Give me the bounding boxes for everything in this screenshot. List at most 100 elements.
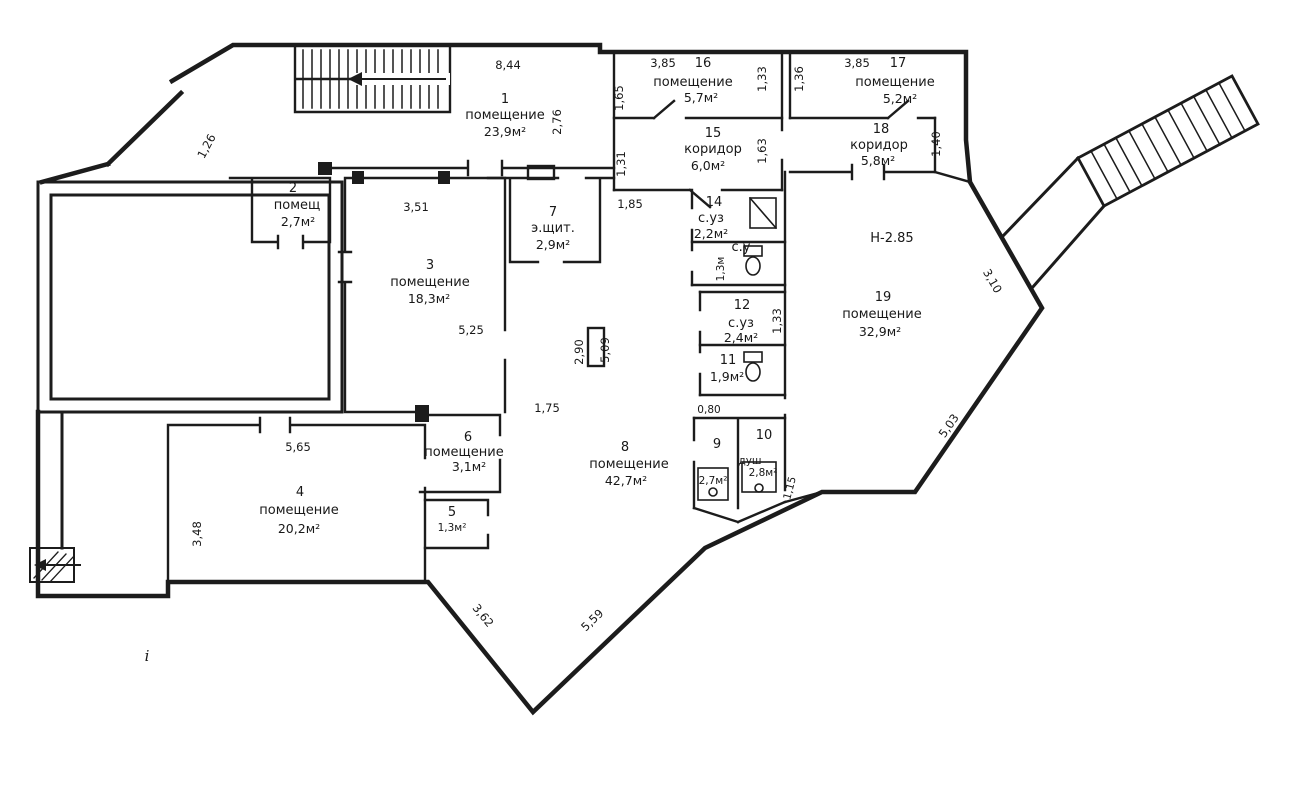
dim-5-09: 5,09 <box>598 337 612 363</box>
room-14-number: 14 <box>706 195 723 210</box>
room2-walls <box>228 176 332 250</box>
sanitary-column-dividers <box>690 240 787 524</box>
fixtures <box>697 196 778 501</box>
dim-1-26: 1,26 <box>194 132 218 161</box>
room18-bottom-wall <box>788 163 937 181</box>
room-3-label: помещение <box>390 275 469 290</box>
room-8-area: 42,7м² <box>605 473 647 488</box>
room6-walls <box>418 413 502 494</box>
dim-5-03: 5,03 <box>936 411 962 440</box>
left-room-outer-wall <box>36 180 344 414</box>
dim-1-33-b: 1,33 <box>770 308 784 334</box>
dim-3-85-b: 3,85 <box>844 56 870 70</box>
annotations: Н-2.85 i <box>145 231 914 665</box>
room-6-area: 3,1м² <box>452 459 486 474</box>
room-10-number: 10 <box>756 428 773 443</box>
dim-1-75: 1,75 <box>534 401 560 415</box>
pier-column <box>586 326 606 368</box>
sanitary-column-left-wall <box>690 188 702 510</box>
room-12-label: с.уз <box>728 316 754 331</box>
room-4-area: 20,2м² <box>278 521 320 536</box>
top-left-diagonal-wall <box>104 89 185 168</box>
room-19-label: помещение <box>842 307 921 322</box>
sanitary-column-right-wall <box>783 170 824 504</box>
room-4-number: 4 <box>296 485 304 500</box>
room-2-area: 2,7м² <box>281 214 315 229</box>
room-1-area: 23,9м² <box>484 124 526 139</box>
dim-3-85-a: 3,85 <box>650 56 676 70</box>
room-11-area: 1,9м² <box>710 369 744 384</box>
dim-1-63: 1,63 <box>755 138 769 164</box>
room-15-number: 15 <box>705 126 722 141</box>
room-16-label: помещение <box>653 75 732 90</box>
dim-5-25: 5,25 <box>458 323 484 337</box>
inner-walls <box>166 46 972 584</box>
dim-3-62: 3,62 <box>470 601 497 630</box>
left-block-walls <box>36 180 344 550</box>
dim-5-59: 5,59 <box>578 606 606 634</box>
dim-0-80: 0,80 <box>697 404 720 416</box>
dim-3-10: 3,10 <box>980 266 1005 295</box>
room1-bottom-wall <box>318 159 616 177</box>
room-13-area: 1,3м <box>715 257 727 282</box>
room7-walls <box>486 176 616 264</box>
room-18-label: коридор <box>850 138 908 153</box>
room-12-area: 2,4м² <box>724 330 758 345</box>
room-11-number: 11 <box>720 353 737 368</box>
room16-room15-divider <box>612 99 784 120</box>
room17-room18-divider <box>788 99 937 120</box>
corner-mark: i <box>145 647 150 665</box>
shower-drain-room10 <box>754 483 764 493</box>
toilet-tank-room13 <box>743 245 763 257</box>
room-14-label: с.уз <box>698 211 724 226</box>
room7-wall-notch <box>526 164 556 181</box>
room-15-area: 6,0м² <box>691 158 725 173</box>
room-10-label: душ <box>738 455 761 467</box>
dim-1-36: 1,36 <box>792 66 806 92</box>
stair-connector-walls <box>999 155 1107 291</box>
dim-2-90: 2,90 <box>572 339 586 365</box>
stair-top-right <box>999 74 1260 291</box>
room-17-number: 17 <box>890 56 907 71</box>
room-9-number: 9 <box>713 437 721 452</box>
shower-tray-room9 <box>697 467 729 501</box>
room18-right-wall <box>933 116 972 184</box>
dim-1-40: 1,40 <box>929 131 943 157</box>
left-room-inner-wall <box>49 193 331 401</box>
outer-boundary <box>35 42 1045 716</box>
dim-1-33-a: 1,33 <box>755 66 769 92</box>
stair-direction-arrow <box>348 72 450 86</box>
room-1-label: помещение <box>465 108 544 123</box>
room-16-area: 5,7м² <box>684 90 718 105</box>
room4-walls <box>166 416 427 584</box>
toilet-bowl-room11 <box>745 362 761 382</box>
dim-1-31: 1,31 <box>614 151 628 177</box>
arrow-head-icon <box>348 72 362 86</box>
dim-1-65: 1,65 <box>612 85 626 111</box>
room-2-label: помещ <box>274 198 321 213</box>
toilet-bowl-room13 <box>745 256 761 276</box>
pilaster <box>352 171 364 184</box>
room-7-area: 2,9м² <box>536 237 570 252</box>
room-7-label: э.щит. <box>531 221 575 236</box>
room-9-area: 2,7м² <box>699 475 728 487</box>
pilaster <box>415 405 429 422</box>
entry-arrow-head-icon <box>34 559 46 571</box>
room-6-number: 6 <box>464 430 472 445</box>
room-4-label: помещение <box>259 503 338 518</box>
dim-3-51: 3,51 <box>403 200 429 214</box>
pilaster <box>438 171 450 184</box>
shower-drain-room9 <box>708 487 718 497</box>
room3-walls <box>337 176 507 414</box>
room-8-label: помещение <box>589 457 668 472</box>
dim-5-65: 5,65 <box>285 440 311 454</box>
dim-2-76: 2,76 <box>550 109 564 135</box>
room-labels: 1 помещение 23,9м² 2 помещ 2,7м² 3 помещ… <box>259 56 934 536</box>
room-8-number: 8 <box>621 440 629 455</box>
room-18-area: 5,8м² <box>861 153 895 168</box>
room-19-number: 19 <box>875 290 892 305</box>
top-left-corner-wall <box>39 161 111 185</box>
room-15-label: коридор <box>684 142 742 157</box>
